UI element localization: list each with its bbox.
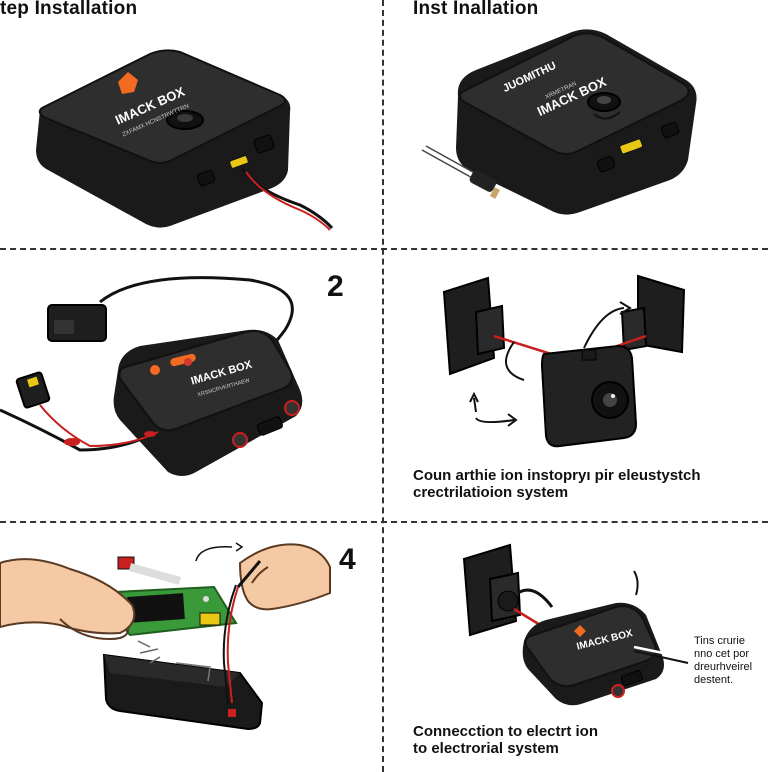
black-box-wiring-illustration: IMACK BOX XRSNCRVKRTHAEW bbox=[0, 276, 303, 476]
panel-title: tep Installation bbox=[0, 0, 138, 19]
arrow-icon bbox=[473, 397, 477, 413]
vertical-divider bbox=[382, 0, 384, 772]
side-note-line-2: nno cet por bbox=[694, 648, 750, 660]
side-note-line-1: Tins crurie bbox=[694, 635, 745, 647]
panel-middle-left: 2 IMACK BOX XRSNCRVKRTHAEW bbox=[0, 250, 380, 520]
arrow-icon bbox=[619, 301, 632, 315]
chip-icon bbox=[127, 593, 185, 623]
panel-bottom-right: IMACK BOX Tins crurie nno cet por dreurh… bbox=[384, 523, 768, 772]
status-led-icon bbox=[150, 365, 160, 375]
caption-line-2: crectrilatioion system bbox=[413, 484, 569, 501]
step-number: 4 bbox=[339, 543, 356, 576]
port-icon bbox=[257, 416, 283, 436]
yellow-connector-icon bbox=[229, 155, 249, 169]
orange-logo-icon bbox=[574, 625, 586, 637]
hand-icon bbox=[238, 543, 331, 611]
black-box-device-illustration: IMACK BOX ZXFAMX HCNSTRWTTRN bbox=[36, 49, 334, 231]
horizontal-divider-2 bbox=[0, 521, 768, 523]
panel-title: Inst Inallation bbox=[413, 0, 539, 19]
panel-middle-right: Coun arthie ion instopryı pir eleustystc… bbox=[384, 250, 768, 520]
side-note-line-4: destent. bbox=[694, 674, 734, 686]
caption-line-1: Connecction to electrt ion bbox=[413, 723, 599, 740]
yellow-connector-icon bbox=[619, 138, 643, 155]
pcb-installation-illustration bbox=[0, 542, 331, 731]
arrow-icon bbox=[235, 542, 244, 552]
port-icon bbox=[253, 134, 275, 154]
black-box-device-illustration: JUOMITHU IMACK BOX XRMETRAN bbox=[421, 29, 697, 215]
plug-icon bbox=[469, 170, 497, 192]
panel-top-left: tep Installation IMACK BOX ZXFAMX HCNSTR… bbox=[0, 0, 380, 247]
electrical-connection-illustration: IMACK BOX bbox=[462, 543, 693, 706]
caption-line-1: Coun arthie ion instopryı pir eleustystc… bbox=[413, 467, 701, 484]
panel-top-right: Inst Inallation JUOMITHU IMACK BOX XRMET… bbox=[384, 0, 768, 247]
arrow-icon bbox=[633, 570, 639, 596]
mount-connection-illustration bbox=[442, 274, 686, 448]
step-number: 2 bbox=[327, 270, 344, 303]
port-icon bbox=[596, 155, 616, 173]
hand-icon bbox=[0, 558, 136, 635]
caption-line-2: to electrorial system bbox=[413, 740, 559, 757]
orange-logo-icon bbox=[118, 72, 138, 94]
connector-icon bbox=[15, 371, 51, 409]
side-note-line-3: dreurhveirel bbox=[694, 661, 753, 673]
yellow-connector-icon bbox=[199, 612, 221, 626]
panel-bottom-left: 4 bbox=[0, 523, 380, 772]
port-icon bbox=[620, 669, 644, 687]
horizontal-divider-1 bbox=[0, 248, 768, 250]
